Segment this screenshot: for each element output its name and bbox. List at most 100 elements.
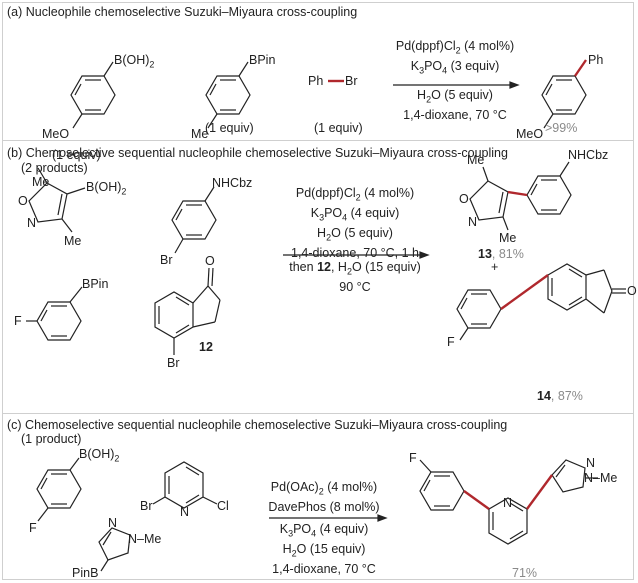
c-fluoro-boronic-label: B(OH)2: [79, 447, 120, 464]
product13-nhcbz: NHCbz: [568, 148, 609, 162]
benzene-ring-a-product: [541, 75, 587, 115]
bromide-label: Br: [345, 74, 358, 88]
panel-a-structures: [70, 61, 587, 129]
condition-b-temp: 90 °C: [339, 280, 371, 294]
pyrazole-ring: [98, 527, 131, 561]
panel-b-conditions: Pd(dppf)Cl2 (4 mol%) K3PO4 (4 equiv) H2O…: [274, 186, 436, 262]
condition-c-base: K3PO4 (4 equiv): [279, 522, 369, 539]
c-product-f: F: [409, 451, 417, 465]
fluoro-bpin-label: BPin: [82, 277, 109, 291]
c-pyrazole-n: N: [108, 516, 118, 530]
benzene-ring-product-13: [526, 175, 572, 215]
panel-a-conditions: Pd(dppf)Cl2 (4 mol%) K3PO4 (3 equiv): [384, 39, 526, 79]
benzene-ring-c-product: [419, 471, 465, 511]
reagent2-equiv: (1 equiv): [205, 121, 254, 135]
panel-c-conditions-below: K3PO4 (4 equiv) H2O (15 equiv) 1,4-dioxa…: [262, 522, 386, 578]
pyridine-ring: [164, 461, 204, 509]
benzene-ring-a1: [70, 75, 116, 115]
indanone-benzene-product: [547, 263, 587, 311]
panel-b-conditions-after: then 12, H2O (15 equiv) 90 °C: [274, 260, 436, 296]
condition-b-solvent: 1,4-dioxane, 70 °C, 1 h: [291, 246, 419, 260]
condition-c-catalyst: Pd(OAc)2 (4 mol%): [270, 480, 378, 497]
condition-c-water: H2O (15 equiv): [282, 542, 366, 559]
panel-a-title: (a) Nucleophile chemoselective Suzuki–Mi…: [7, 5, 358, 19]
reagent2-methyl-label: Me: [191, 127, 209, 141]
new-bond-a-product: [574, 59, 587, 77]
condition-b-catalyst: Pd(dppf)Cl2 (4 mol%): [295, 186, 415, 203]
aryl-nhcbz-label: NHCbz: [212, 176, 253, 190]
reagent1-methoxy-label: MeO: [42, 127, 70, 141]
condition-c-solvent: 1,4-dioxane, 70 °C: [272, 562, 376, 576]
new-bond-c-product-2: [526, 474, 553, 510]
condition-catalyst: Pd(dppf)Cl2 (4 mol%): [395, 39, 515, 56]
panel-divider-bc: [3, 413, 633, 414]
benzene-ring-product-14: [456, 289, 502, 329]
isoxazole-nitrogen: N: [27, 216, 37, 230]
product14-label: 14, 87%: [537, 389, 583, 403]
panel-c-yield: 71%: [512, 566, 538, 580]
condition-b-base: K3PO4 (4 equiv): [310, 206, 400, 223]
panel-c-conditions: Pd(OAc)2 (4 mol%) DavePhos (8 mol%): [262, 480, 386, 516]
phenyl-label: Ph: [308, 74, 324, 88]
reagent1-boronic-label: B(OH)2: [114, 53, 155, 70]
reagent3-equiv: (1 equiv): [314, 121, 363, 135]
aryl-bromide-label: Br: [160, 253, 173, 267]
new-bond-product-13: [507, 190, 528, 197]
panel-b-title: (b) Chemoselective sequential nucleophil…: [7, 146, 508, 160]
c-product-pyridine-n: N: [503, 496, 513, 510]
c-pyridine-br: Br: [140, 499, 153, 513]
condition-water: H2O (5 equiv): [417, 88, 493, 105]
benzene-ring-b-fluoro: [36, 301, 82, 341]
benzene-ring-b-aryl: [171, 200, 217, 240]
panel-c-structures: [36, 457, 598, 572]
c-pyridine-n: N: [180, 505, 190, 519]
reagent2-bpin-label: BPin: [249, 53, 276, 67]
c-pyridine-cl: Cl: [217, 499, 229, 513]
condition-c-ligand: DavePhos (8 mol%): [268, 500, 380, 514]
indanone-oxygen: O: [205, 254, 215, 268]
c-product-pyrazole-n: N: [586, 456, 596, 470]
indanone-benzene: [154, 291, 194, 339]
condition-solvent: 1,4-dioxane, 70 °C: [403, 108, 507, 122]
isoxazole-ring: [28, 182, 68, 223]
condition-base: K3PO4 (3 equiv): [410, 59, 500, 76]
isoxazole-boronic-label: B(OH)2: [86, 180, 127, 197]
benzene-ring-c-fluoro: [36, 469, 82, 509]
panel-c-title: (c) Chemoselective sequential nucleophil…: [7, 418, 508, 432]
product13-nitrogen: N: [468, 215, 478, 229]
fluoro-f-label: F: [14, 314, 22, 328]
panel-divider-ab: [3, 140, 633, 141]
product13-methyl-1: Me: [467, 153, 485, 167]
panel-a-conditions-below: H2O (5 equiv) 1,4-dioxane, 70 °C: [384, 88, 526, 124]
product13-oxygen: O: [459, 192, 469, 206]
c-pyrazole-nme: N–Me: [128, 532, 162, 546]
reagent1-equiv: (1 equiv): [52, 148, 101, 162]
pyridine-ring-product: [488, 497, 528, 545]
product13-label: 13, 81%: [478, 247, 524, 261]
isoxazole-oxygen: O: [18, 194, 28, 208]
isoxazole-ring-product: [469, 180, 509, 221]
product13-methyl-2: Me: [499, 231, 517, 245]
isoxazole-methyl-2: Me: [64, 234, 82, 248]
benzene-ring-a2: [205, 75, 251, 115]
isoxazole-methyl-1: Me: [32, 175, 50, 189]
new-bond-c-product-1: [463, 490, 490, 510]
product14-oxygen: O: [627, 284, 637, 298]
panel-c-subtitle: (1 product): [21, 432, 82, 446]
product-methoxy-label: MeO: [516, 127, 544, 141]
panel-b-structures: [26, 161, 626, 355]
indanone-bromide: Br: [167, 356, 180, 370]
c-product-nme: N–Me: [584, 471, 618, 485]
pyrazole-ring-product: [551, 459, 586, 493]
product14-f-label: F: [447, 335, 455, 349]
product-phenyl-label: Ph: [588, 53, 604, 67]
new-bond-product-14: [500, 274, 549, 310]
compound-12-label: 12: [199, 340, 213, 354]
condition-b-then: then 12, H2O (15 equiv): [289, 260, 421, 277]
products-plus: +: [491, 260, 499, 274]
panel-b-subtitle: (2 products): [21, 161, 88, 175]
panel-a-yield: >99%: [545, 121, 578, 135]
